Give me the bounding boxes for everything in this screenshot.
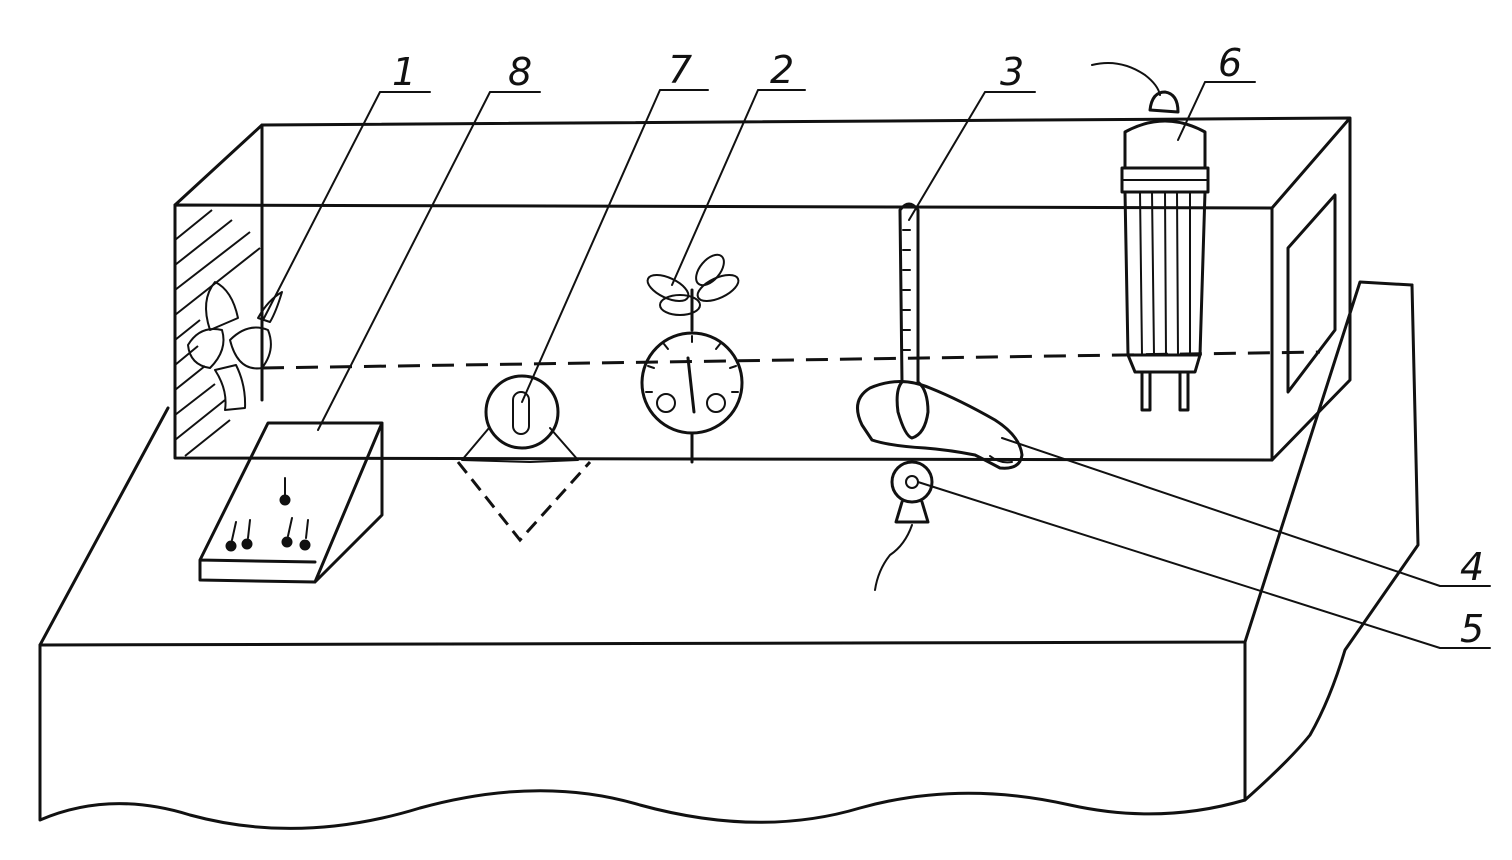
- leader-lines: [261, 81, 1491, 649]
- thermometer: [895, 202, 930, 440]
- leader-6: [1177, 81, 1256, 141]
- small-gauge: [456, 374, 592, 543]
- label-1: 1: [392, 50, 416, 94]
- anemometer: [640, 253, 744, 464]
- center-axis: [261, 350, 1321, 370]
- bench-right-face: [1243, 283, 1420, 802]
- bench-top: [38, 280, 1414, 647]
- left-end-hatching: [174, 209, 261, 457]
- transparent-box: [173, 116, 1352, 462]
- leader-5: [917, 481, 1491, 649]
- leader-1: [261, 91, 431, 323]
- vessel: [856, 380, 1024, 470]
- label-4: 4: [1460, 545, 1484, 589]
- label-6: 6: [1218, 41, 1242, 85]
- label-3: 3: [1000, 50, 1024, 94]
- leader-4: [1001, 437, 1491, 587]
- leader-8: [317, 91, 541, 431]
- right-end-window: [1286, 193, 1337, 394]
- control-unit: [198, 421, 384, 584]
- label-2: 2: [770, 48, 794, 92]
- label-5: 5: [1460, 607, 1484, 651]
- fan: [187, 281, 283, 411]
- lamp: [1091, 62, 1210, 412]
- leader-3: [908, 91, 1036, 221]
- label-8: 8: [508, 50, 532, 94]
- leader-7: [521, 89, 709, 403]
- bench-front-face: [38, 640, 1247, 830]
- leader-2: [671, 89, 806, 286]
- heater: [874, 460, 934, 591]
- label-7: 7: [668, 48, 692, 92]
- callout-labels: 1 8 7 2 3 6 4 5: [392, 41, 1484, 651]
- box-back-edges: [173, 116, 1352, 462]
- bench: [38, 280, 1420, 830]
